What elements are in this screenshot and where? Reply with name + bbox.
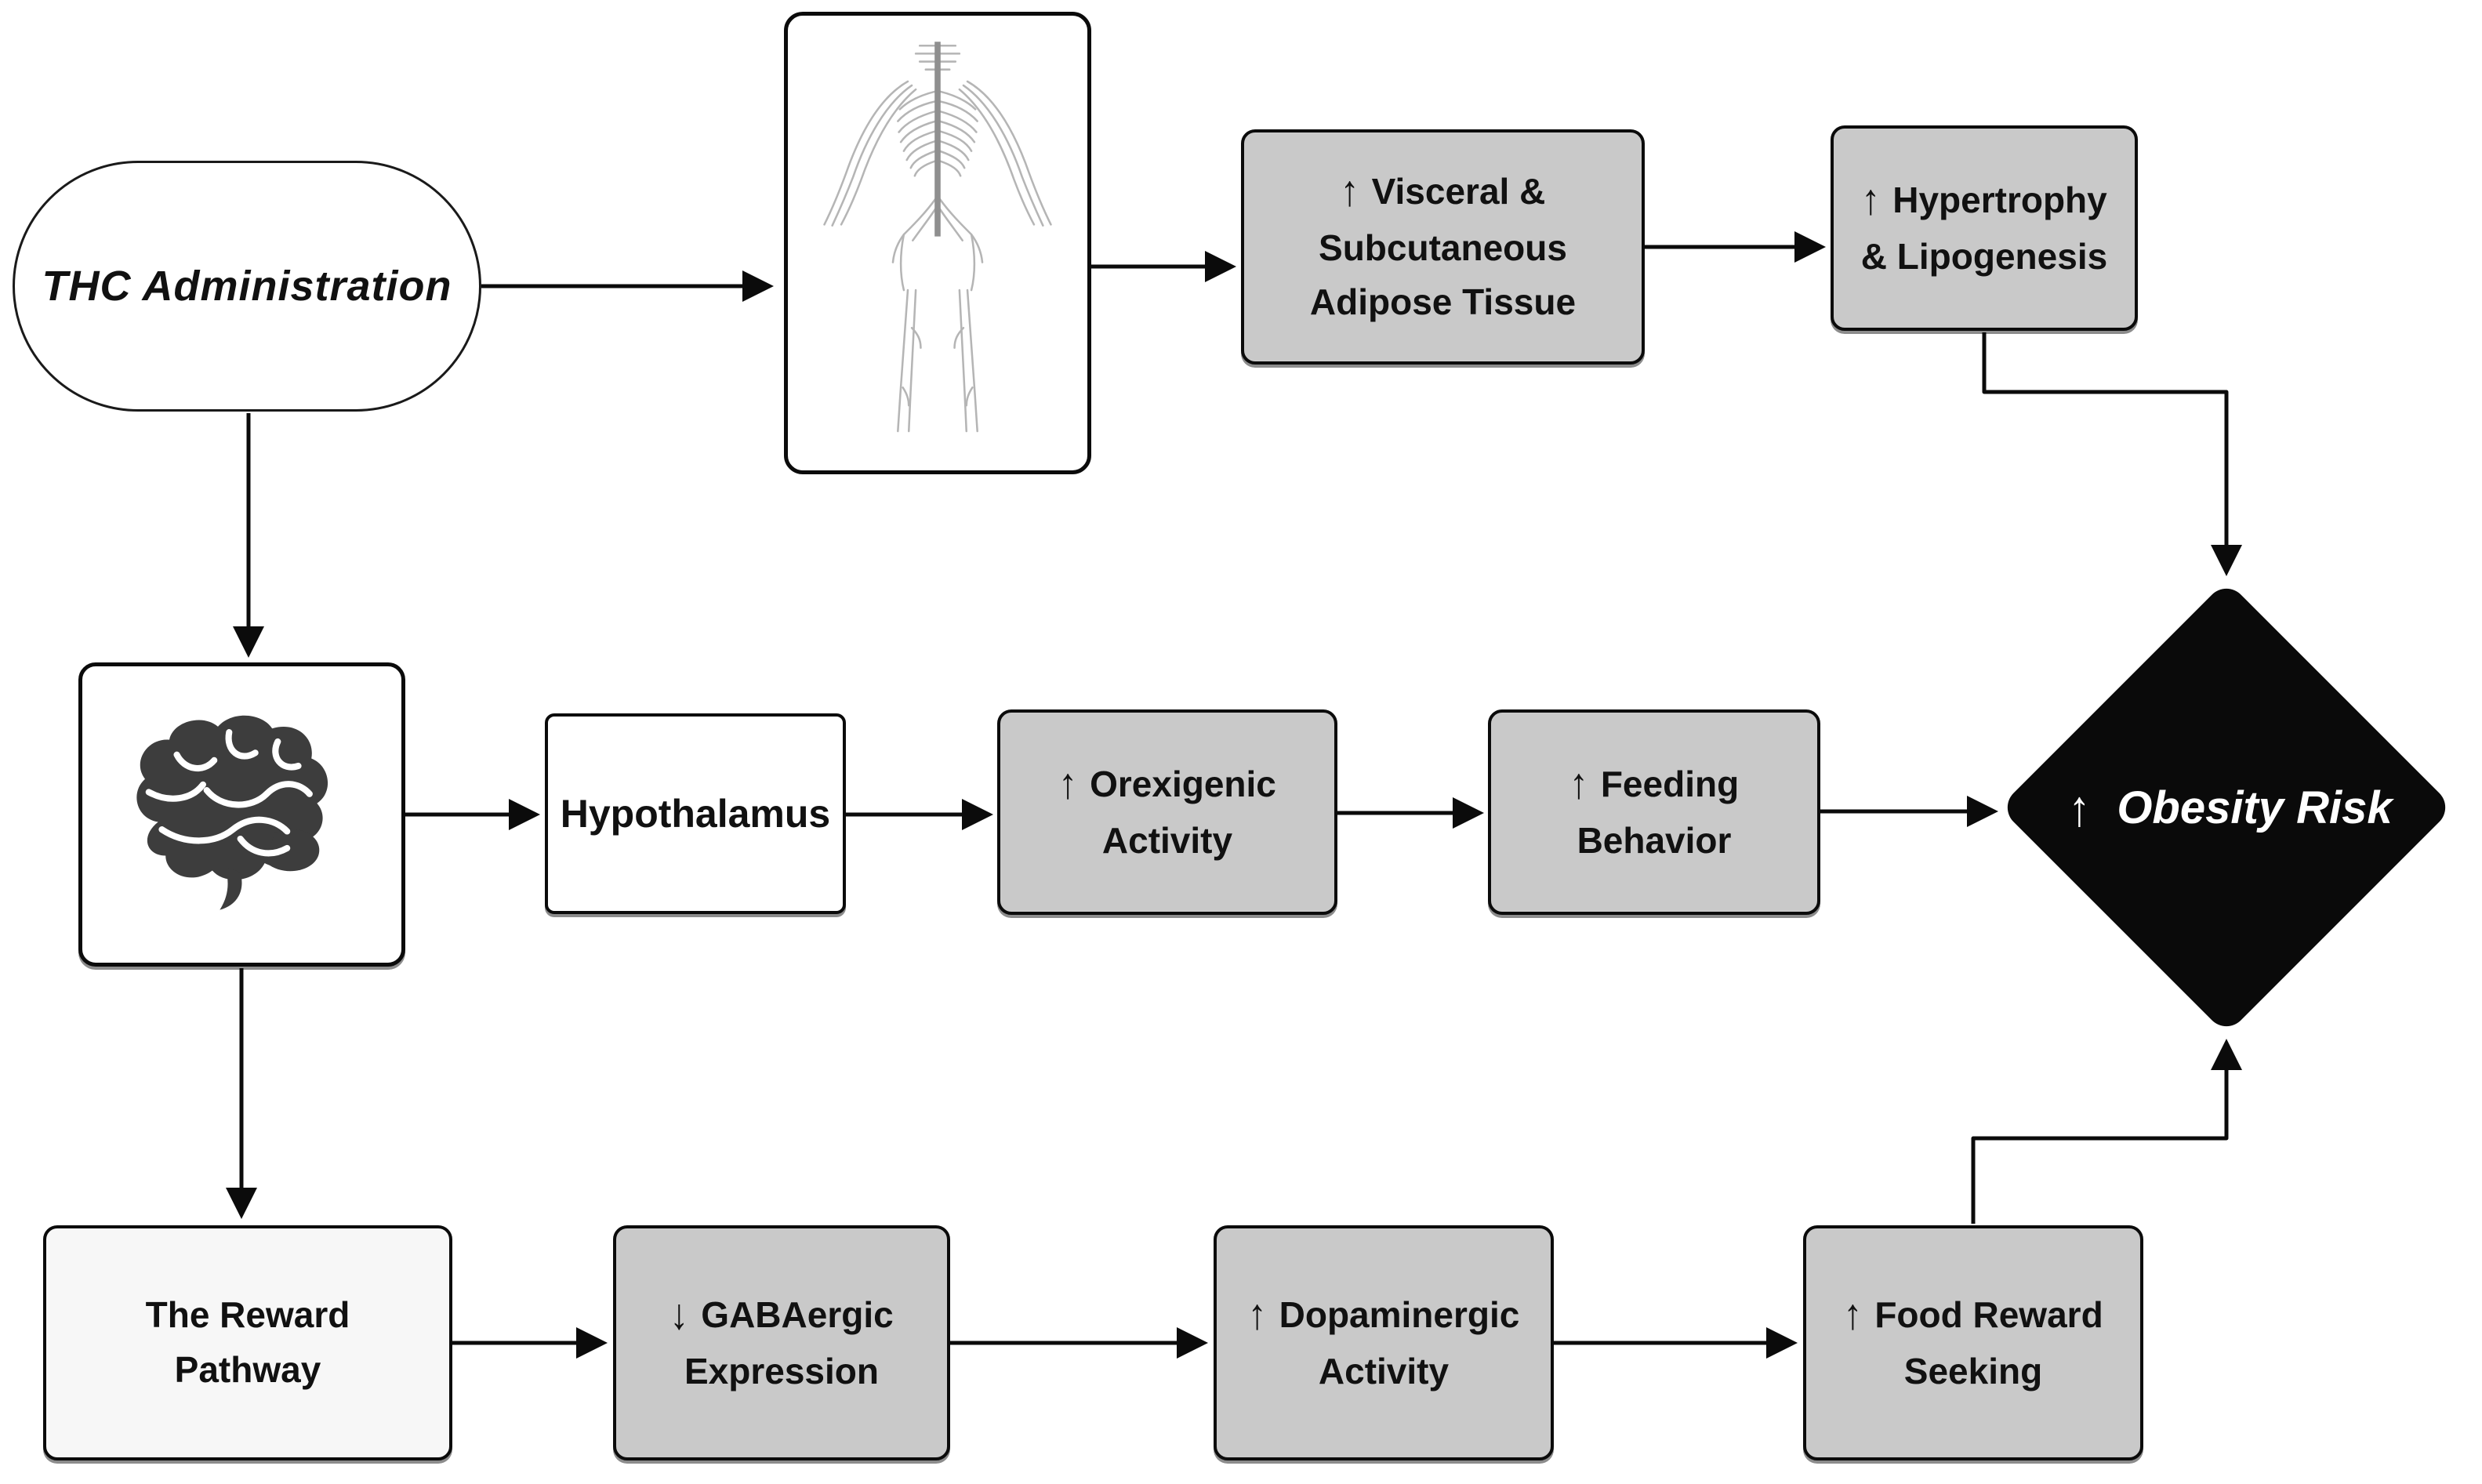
node-label-line: ↑Dopaminergic [1248,1287,1520,1344]
node-label-line: ↑Feeding [1569,757,1739,814]
up-arrow-glyph: ↑ [1340,167,1359,216]
node-label-line: ↓GABAergic [669,1287,893,1344]
human-nervous-system-icon [823,41,1052,432]
node-orexigenic-activity: ↑Orexigenic Activity [997,709,1337,915]
node-label-line: Expression [684,1350,879,1391]
up-arrow-glyph: ↑ [1569,760,1588,808]
obesity-risk-label: ↑ Obesity Risk [2068,778,2393,836]
up-arrow-glyph: ↑ [1861,176,1881,224]
node-label-line: Seeking [1903,1350,2043,1391]
node-hypertrophy-lipogenesis: ↑Hypertrophy & Lipogenesis [1831,125,2138,331]
node-feeding-behavior: ↑Feeding Behavior [1488,709,1820,915]
up-arrow-glyph: ↑ [1247,1290,1267,1339]
node-visceral-adipose-tissue: ↑Visceral & Subcutaneous Adipose Tissue [1241,129,1645,365]
node-brain-illustration [78,662,405,967]
node-label-line: The Reward [145,1294,350,1336]
node-label-line: ↑Food Reward [1843,1287,2103,1344]
down-arrow-glyph: ↓ [669,1290,689,1339]
node-label-line: Activity [1101,819,1233,861]
node-dopaminergic-activity: ↑Dopaminergic Activity [1214,1225,1554,1460]
node-label-line: Subcutaneous [1319,227,1567,268]
node-food-reward-seeking: ↑Food Reward Seeking [1803,1225,2143,1460]
node-label-line: Behavior [1577,819,1732,861]
brain-icon [136,715,328,910]
up-arrow-glyph: ↑ [1058,760,1078,808]
node-gabaergic-expression: ↓GABAergic Expression [613,1225,950,1460]
node-thc-administration: THC Administration [13,161,481,412]
node-label-line: & Lipogenesis [1860,235,2108,277]
node-body-illustration [784,12,1091,474]
node-label-line: Hypothalamus [560,792,831,836]
edge-hypertrophy-obesity [1982,332,2242,577]
up-arrow-glyph: ↑ [1843,1290,1863,1339]
node-reward-pathway: The Reward Pathway [43,1225,452,1460]
node-label-line: Adipose Tissue [1309,281,1577,323]
up-arrow-glyph: ↑ [2068,778,2091,836]
thc-administration-label: THC Administration [42,263,452,310]
node-hypothalamus: Hypothalamus [545,713,846,914]
node-label-line: ↑Hypertrophy [1861,172,2106,230]
node-label-line: ↑Orexigenic [1058,757,1276,814]
node-label-line: ↑Visceral & [1341,164,1546,221]
edge-foodreward-obesity [1971,1038,2242,1224]
node-label-line: Activity [1318,1350,1450,1391]
node-label-line: Pathway [174,1349,321,1390]
